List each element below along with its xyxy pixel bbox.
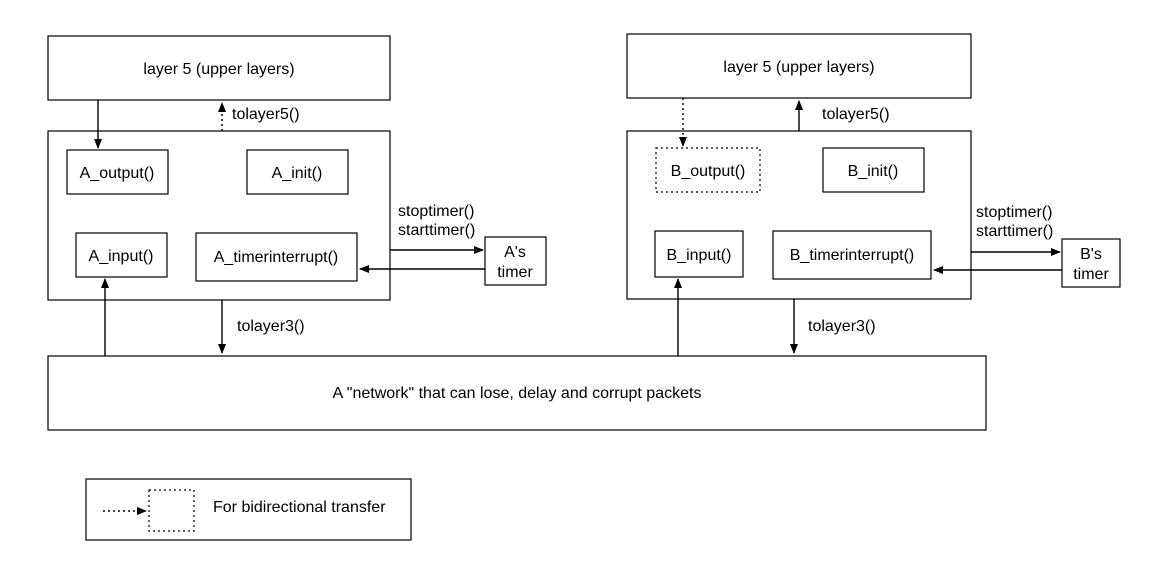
b-stoptimer-label: stoptimer() — [976, 204, 1052, 221]
b-init-box — [822, 147, 925, 193]
b-output-label: B_output() — [671, 163, 746, 180]
a-stoptimer-label: stoptimer() — [398, 203, 474, 220]
b-tolayer5-label: tolayer5() — [822, 106, 890, 123]
b-timerinterrupt-label: B_timerinterrupt() — [790, 247, 914, 264]
a-init-box — [246, 149, 349, 195]
a-tolayer3-label: tolayer3() — [237, 318, 305, 335]
a-starttimer-label: starttimer() — [398, 222, 475, 239]
a-timerinterrupt-label: A_timerinterrupt() — [214, 249, 338, 266]
a-timer-label-2: timer — [497, 264, 533, 281]
a-init-label: A_init() — [272, 165, 323, 182]
a-input-box — [75, 232, 168, 278]
a-output-label: A_output() — [80, 165, 155, 182]
legend-dotted-box — [148, 489, 195, 532]
b-output-box — [655, 147, 761, 193]
legend: For bidirectional transfer — [85, 478, 412, 541]
b-timerinterrupt-box — [772, 230, 932, 280]
b-layer5-label: layer 5 (upper layers) — [723, 59, 874, 76]
a-layer5-label: layer 5 (upper layers) — [143, 61, 294, 78]
b-timer-box — [1061, 238, 1121, 288]
side-a: layer 5 (upper layers) tolayer5() A_outp… — [47, 35, 547, 356]
legend-text: For bidirectional transfer — [213, 499, 386, 516]
b-timer-label-1: B's — [1080, 246, 1102, 263]
a-timerinterrupt-box — [195, 232, 358, 282]
a-layer5-box — [47, 35, 391, 101]
side-b: layer 5 (upper layers) tolayer5() B_outp… — [626, 33, 1121, 356]
b-init-label: B_init() — [848, 163, 899, 180]
b-input-box — [654, 230, 744, 278]
a-tolayer5-label: tolayer5() — [232, 106, 300, 123]
network-label: A "network" that can lose, delay and cor… — [333, 385, 702, 402]
b-tolayer3-label: tolayer3() — [808, 318, 876, 335]
b-starttimer-label: starttimer() — [976, 223, 1053, 240]
a-timer-box — [484, 236, 547, 286]
b-input-label: B_input() — [667, 247, 732, 264]
a-input-label: A_input() — [89, 248, 154, 265]
b-timer-label-2: timer — [1073, 266, 1109, 283]
b-layer5-box — [626, 33, 972, 99]
a-output-box — [66, 149, 169, 195]
network-box — [47, 355, 987, 431]
a-timer-label-1: A's — [504, 244, 526, 261]
